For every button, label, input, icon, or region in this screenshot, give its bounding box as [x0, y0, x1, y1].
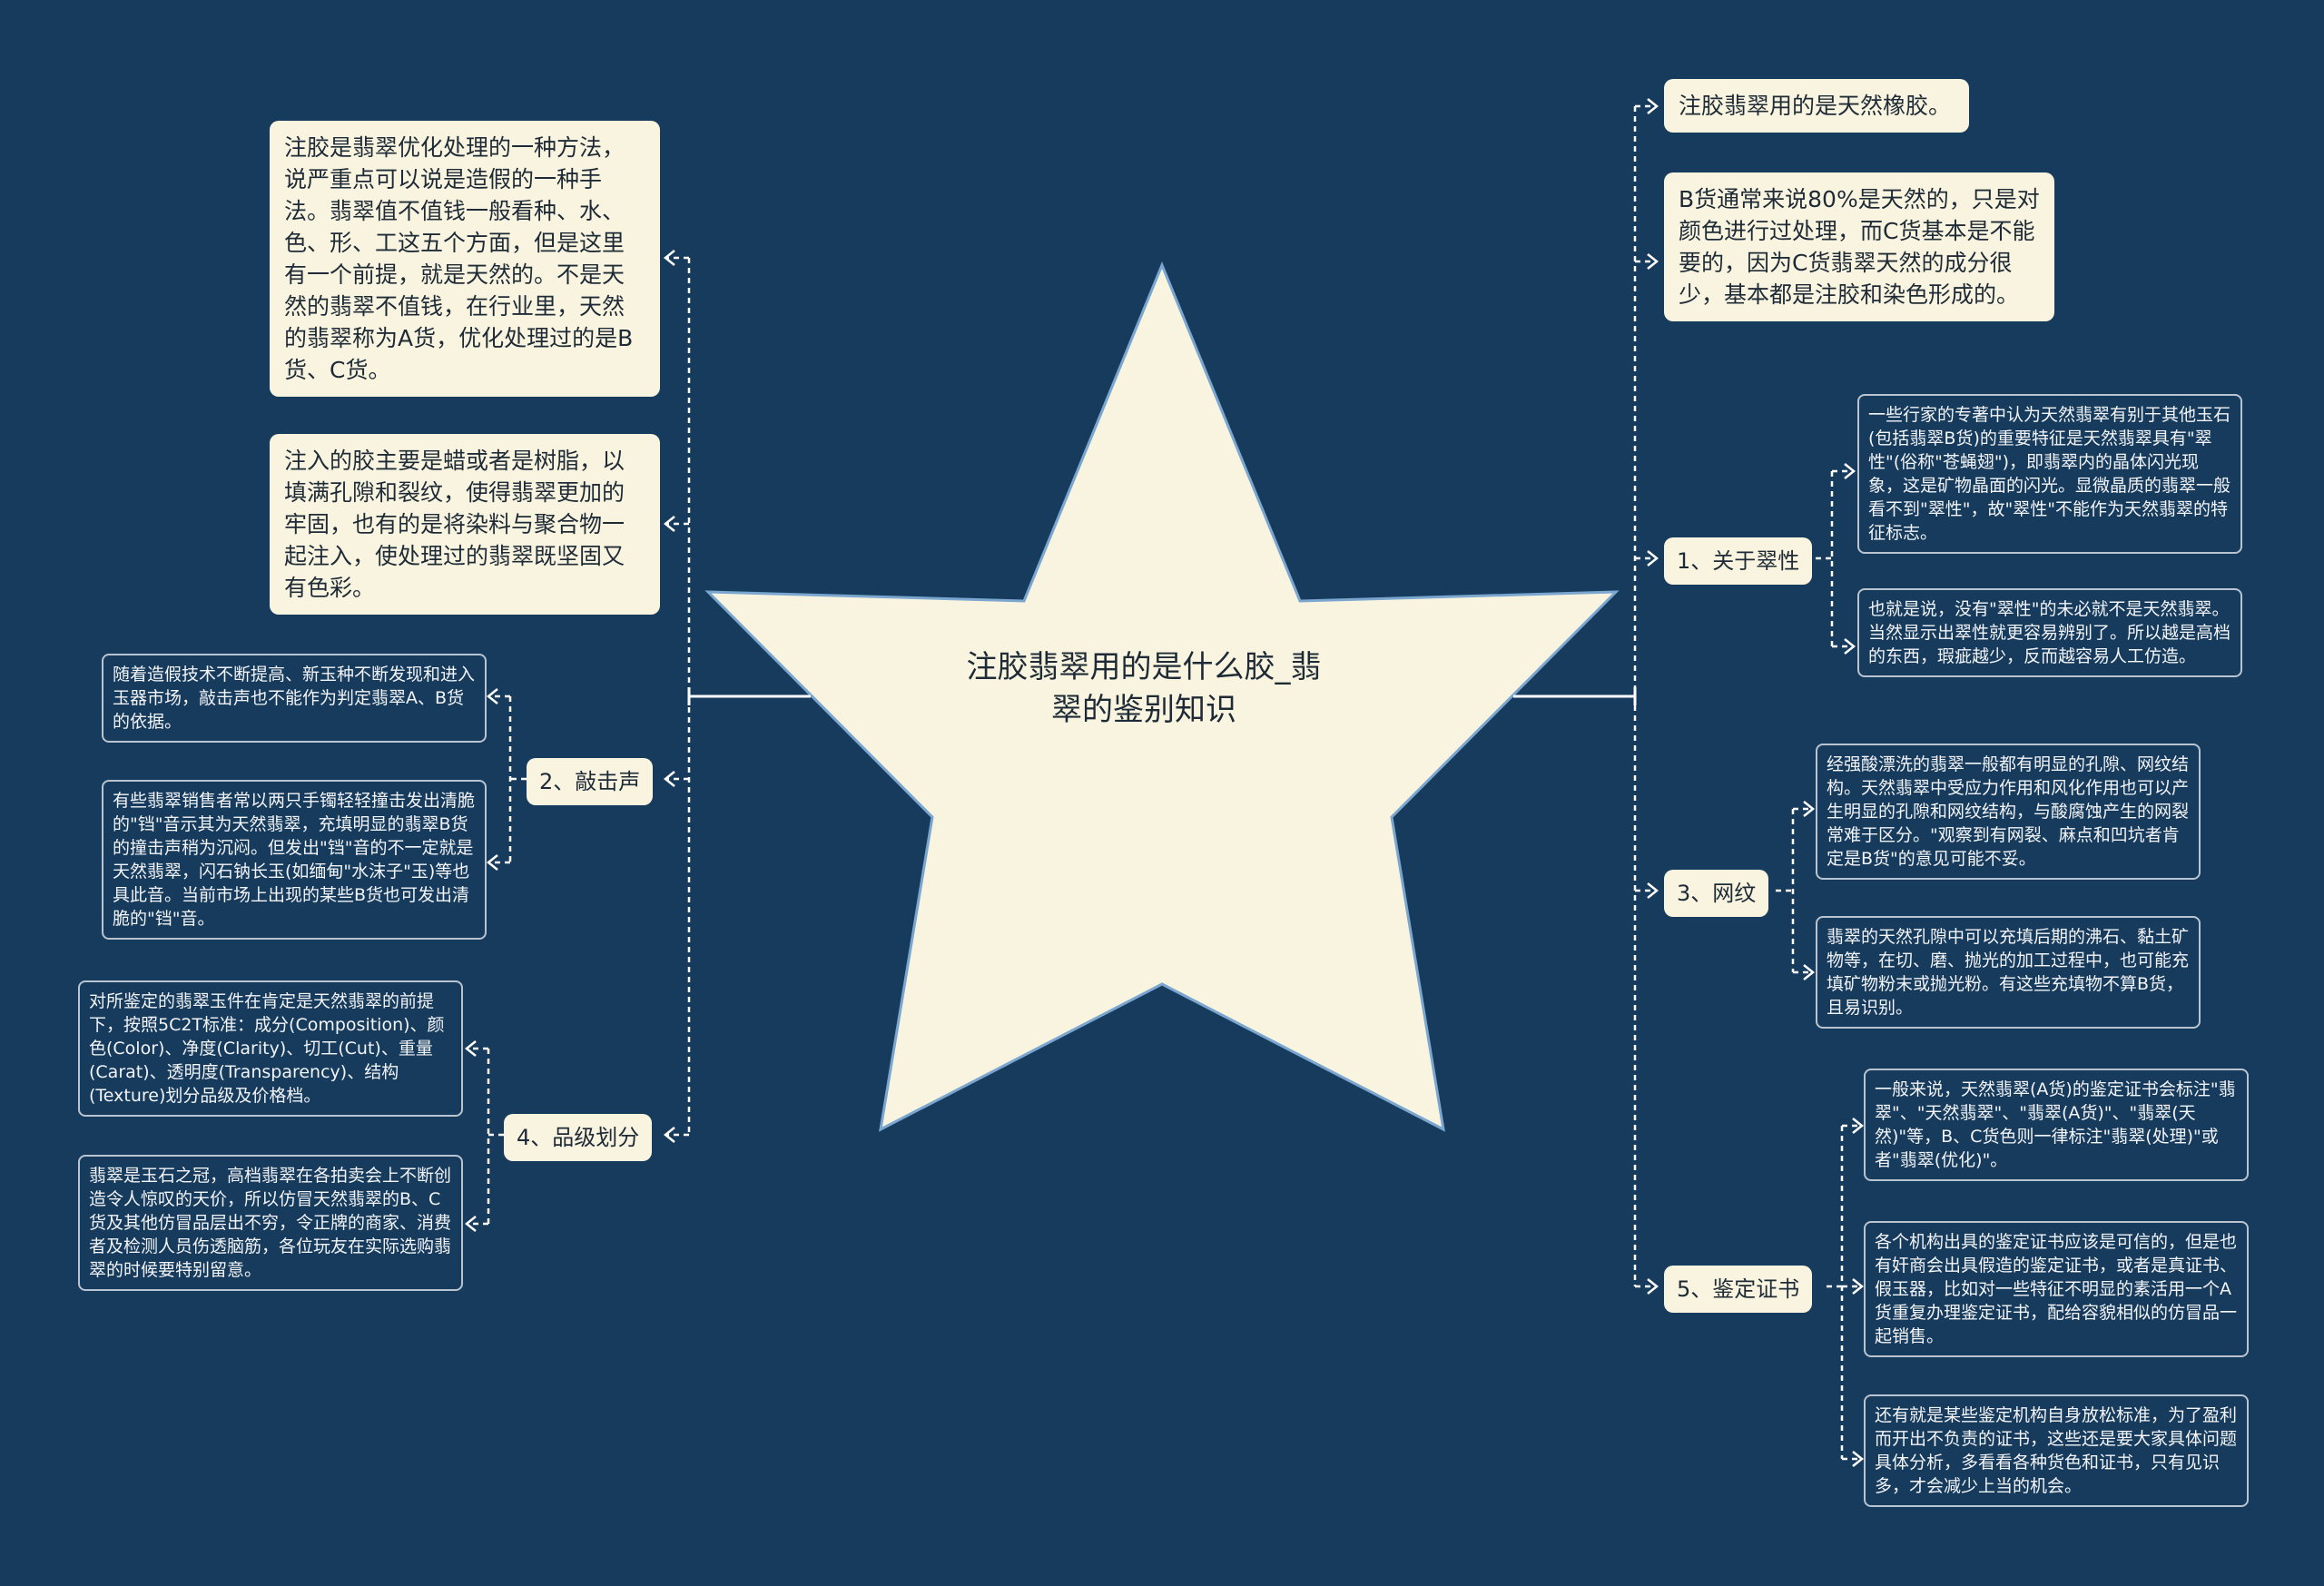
branch-2-note-1[interactable]: 随着造假技术不断提高、新玉种不断发现和进入玉器市场，敲击声也不能作为判定翡翠A、…	[102, 654, 487, 743]
branch-2-knock-sound[interactable]: 2、敲击声	[527, 758, 654, 805]
left-note-big-2[interactable]: 注入的胶主要是蜡或者是树脂，以填满孔隙和裂纹，使得翡翠更加的牢固，也有的是将染料…	[270, 434, 660, 615]
branch-4-grading[interactable]: 4、品级划分	[504, 1114, 653, 1161]
branch-3-net-texture[interactable]: 3、网纹	[1664, 870, 1769, 917]
right-note-big-1[interactable]: 注胶翡翠用的是天然橡胶。	[1664, 79, 1969, 133]
branch-1-note-1[interactable]: 一些行家的专著中认为天然翡翠有别于其他玉石(包括翡翠B货)的重要特征是天然翡翠具…	[1857, 394, 2242, 554]
center-star	[704, 261, 1620, 1132]
branch-3-note-1[interactable]: 经强酸漂洗的翡翠一般都有明显的孔隙、网纹结构。天然翡翠中受应力作用和风化作用也可…	[1816, 744, 2201, 880]
right-note-big-2[interactable]: B货通常来说80%是天然的，只是对颜色进行过处理，而C货基本是不能要的，因为C货…	[1664, 172, 2054, 321]
branch-1-jade-character[interactable]: 1、关于翠性	[1664, 537, 1813, 585]
left-note-big-1[interactable]: 注胶是翡翠优化处理的一种方法，说严重点可以说是造假的一种手法。翡翠值不值钱一般看…	[270, 121, 660, 397]
branch-4-note-1[interactable]: 对所鉴定的翡翠玉件在肯定是天然翡翠的前提下，按照5C2T标准：成分(Compos…	[78, 980, 463, 1117]
branch-1-note-2[interactable]: 也就是说，没有"翠性"的未必就不是天然翡翠。当然显示出翠性就更容易辨别了。所以越…	[1857, 588, 2242, 677]
branch-5-certificate[interactable]: 5、鉴定证书	[1664, 1266, 1813, 1313]
root-topic[interactable]: 注胶翡翠用的是什么胶_翡翠的鉴别知识	[966, 649, 1322, 728]
branch-5-note-2[interactable]: 各个机构出具的鉴定证书应该是可信的，但是也有奸商会出具假造的鉴定证书，或者是真证…	[1864, 1221, 2249, 1357]
branch-5-note-3[interactable]: 还有就是某些鉴定机构自身放松标准，为了盈利而开出不负责的证书，这些还是要大家具体…	[1864, 1394, 2249, 1507]
branch-4-note-2[interactable]: 翡翠是玉石之冠，高档翡翠在各拍卖会上不断创造令人惊叹的天价，所以仿冒天然翡翠的B…	[78, 1155, 463, 1291]
branch-5-note-1[interactable]: 一般来说，天然翡翠(A货)的鉴定证书会标注"翡翠"、"天然翡翠"、"翡翠(A货)…	[1864, 1069, 2249, 1181]
branch-2-note-2[interactable]: 有些翡翠销售者常以两只手镯轻轻撞击发出清脆的"铛"音示其为天然翡翠，充填明显的翡…	[102, 780, 487, 940]
branch-3-note-2[interactable]: 翡翠的天然孔隙中可以充填后期的沸石、黏土矿物等，在切、磨、抛光的加工过程中，也可…	[1816, 916, 2201, 1029]
